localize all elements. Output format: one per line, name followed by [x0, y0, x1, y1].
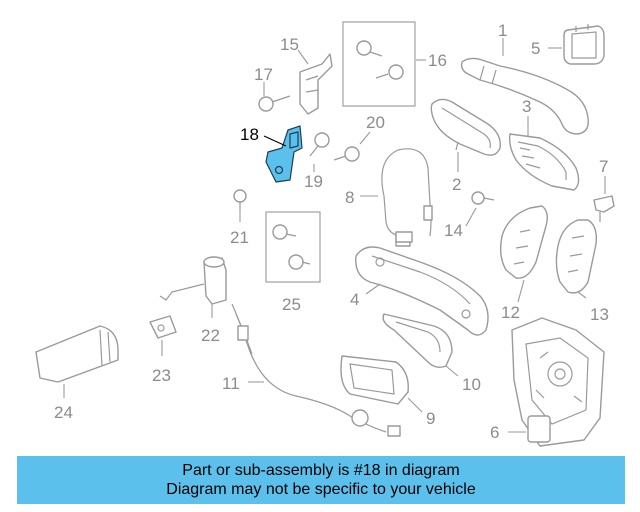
part-19-bolt: [309, 132, 330, 157]
callout-17: 17: [254, 65, 273, 84]
part-21-screw: [233, 189, 247, 212]
callout-14: 14: [444, 221, 463, 240]
banner-line-1: Part or sub-assembly is #18 in diagram: [182, 462, 460, 479]
callout-9: 9: [426, 409, 435, 428]
part-23-grommet: [149, 315, 177, 339]
part-7-screw: [593, 195, 615, 222]
part-1-outer-handle: [460, 57, 589, 135]
callout-3: 3: [522, 97, 531, 116]
callout-25: 25: [282, 295, 301, 314]
part-12-seal: [499, 205, 549, 279]
callout-6: 6: [490, 423, 499, 442]
callout-20: 20: [366, 113, 385, 132]
banner-line-2: Diagram may not be specific to your vehi…: [166, 481, 476, 498]
part-22-lock-cylinder: [159, 256, 227, 305]
part-8-rod: [381, 148, 433, 243]
callout-24: 24: [54, 403, 73, 422]
part-25-clips: [272, 224, 311, 270]
part-4-handle-frame: [355, 233, 489, 336]
part-5-handle-cap: [563, 24, 605, 65]
callout-12: 12: [501, 303, 520, 322]
callout-7: 7: [599, 157, 608, 176]
callout-8: 8: [345, 188, 354, 207]
callout-5: 5: [531, 39, 540, 58]
callout-15: 15: [280, 35, 299, 54]
info-banner: Part or sub-assembly is #18 in diagram D…: [17, 456, 625, 504]
part-9-handle-insert: [340, 355, 409, 405]
callout-19: 19: [304, 172, 323, 191]
callout-13: 13: [590, 305, 609, 324]
callout-1: 1: [498, 21, 507, 40]
part-18-bracket: [265, 125, 303, 183]
part-20-bolt: [333, 146, 360, 162]
parts-diagram: 1 5 2 3 7 14 12: [35, 21, 615, 447]
part-17-bolt: [258, 95, 291, 112]
part-16-bolts: [356, 40, 404, 80]
callout-4: 4: [350, 290, 359, 309]
callout-23: 23: [152, 366, 171, 385]
part-2-handle-bezel: [430, 98, 501, 156]
callout-18: 18: [240, 125, 259, 144]
callout-16: 16: [428, 51, 447, 70]
part-3-handle-gasket: [508, 133, 580, 191]
callout-22: 22: [201, 326, 220, 345]
part-10-handle-bracket: [382, 313, 453, 369]
callout-10: 10: [462, 375, 481, 394]
part-6-latch: [511, 317, 605, 447]
part-14-clip: [471, 191, 495, 205]
part-16-box: [342, 21, 416, 107]
part-13-seal: [555, 219, 598, 294]
callout-2: 2: [452, 175, 461, 194]
callout-11: 11: [222, 374, 240, 393]
part-25-box: [265, 211, 321, 283]
part-11-cable: [231, 303, 401, 437]
part-15-bracket: [299, 53, 333, 115]
part-24-cover: [35, 325, 119, 383]
callout-21: 21: [230, 228, 249, 247]
